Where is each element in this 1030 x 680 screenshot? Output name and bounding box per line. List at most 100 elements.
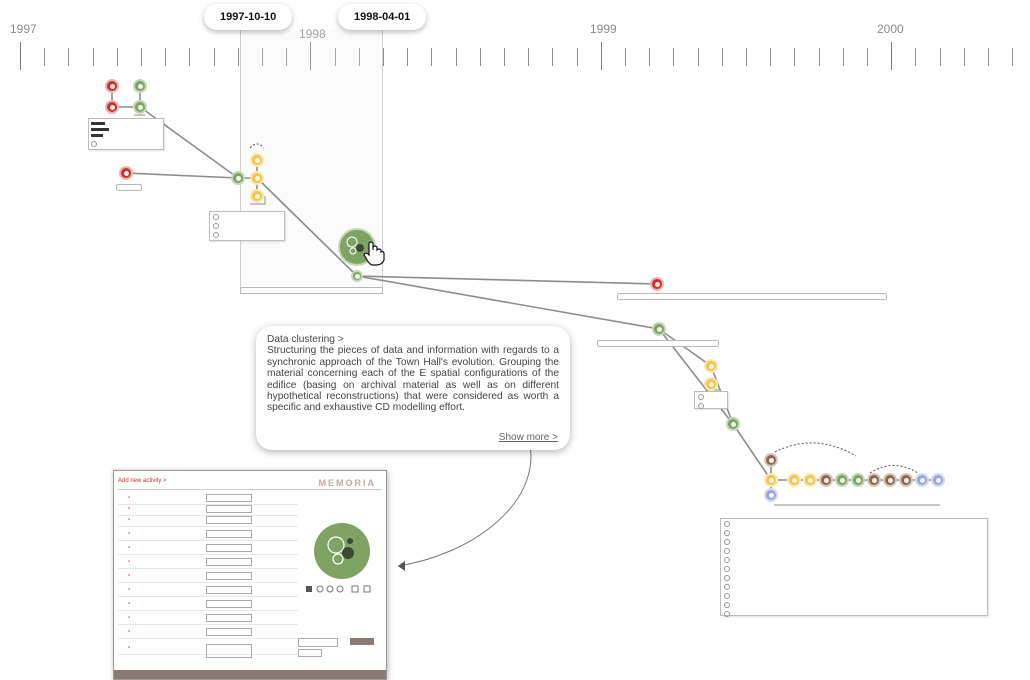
minor-tick	[698, 48, 699, 66]
show-more-link[interactable]: Show more >	[498, 431, 558, 443]
cluster-icon	[327, 536, 354, 565]
minor-tick	[819, 48, 820, 66]
activity-bar[interactable]	[116, 184, 142, 191]
major-tick	[20, 42, 21, 70]
activity-node[interactable]	[851, 473, 865, 487]
minor-tick	[238, 48, 239, 66]
activity-node[interactable]	[133, 79, 147, 93]
minor-tick	[93, 48, 94, 66]
form-row[interactable]: ●	[118, 627, 298, 639]
minor-tick	[117, 48, 118, 66]
activity-node[interactable]	[250, 153, 264, 167]
callout-body: Structuring the pieces of data and infor…	[267, 345, 559, 414]
activity-bar[interactable]	[240, 287, 383, 294]
activity-node[interactable]	[726, 417, 740, 431]
form-row[interactable]: ●	[118, 557, 298, 569]
year-label: 1999	[590, 22, 617, 36]
activity-bar[interactable]	[617, 293, 887, 300]
activity-node[interactable]	[764, 488, 778, 502]
range-end-handle[interactable]: 1998-04-01	[338, 4, 427, 30]
activity-node[interactable]	[704, 359, 718, 373]
minor-tick	[189, 48, 190, 66]
minor-tick	[964, 48, 965, 66]
activity-node[interactable]	[915, 473, 929, 487]
activity-node[interactable]	[803, 473, 817, 487]
activity-node[interactable]	[883, 473, 897, 487]
activity-node[interactable]	[764, 473, 778, 487]
minor-tick	[335, 48, 336, 66]
tool-icons[interactable]	[304, 585, 376, 593]
form-button[interactable]	[298, 649, 322, 657]
minor-tick	[1012, 48, 1013, 66]
activity-detail-card[interactable]	[720, 518, 988, 617]
form-row[interactable]: ●	[118, 599, 298, 611]
activity-node[interactable]	[899, 473, 913, 487]
activity-bar[interactable]	[597, 340, 719, 347]
minor-tick	[528, 48, 529, 66]
minor-tick	[359, 48, 360, 66]
minor-tick	[165, 48, 166, 66]
minor-tick	[649, 48, 650, 66]
minor-tick	[770, 48, 771, 66]
activity-preview-icon	[314, 523, 370, 579]
form-row[interactable]: ●	[118, 529, 298, 541]
minor-tick	[722, 48, 723, 66]
submit-button[interactable]	[350, 638, 374, 645]
minor-tick	[214, 48, 215, 66]
activity-node[interactable]	[931, 473, 945, 487]
activity-node[interactable]	[105, 79, 119, 93]
activity-node[interactable]	[105, 100, 119, 114]
divider	[118, 489, 382, 490]
activity-node[interactable]	[787, 473, 801, 487]
form-row[interactable]: ●	[118, 543, 298, 555]
minor-tick	[504, 48, 505, 66]
activity-node[interactable]	[250, 171, 264, 185]
minor-tick	[940, 48, 941, 66]
activity-detail-card[interactable]	[694, 391, 728, 409]
minor-tick	[673, 48, 674, 66]
activity-node[interactable]	[119, 166, 133, 180]
activity-detail-card[interactable]	[88, 118, 164, 150]
add-activity-form: Add new activity > MEMORIA ● ● ● ● ● ● ●…	[113, 470, 387, 680]
major-tick	[891, 42, 892, 70]
activity-node[interactable]	[250, 189, 264, 203]
minor-tick	[915, 48, 916, 66]
brand-logo: MEMORIA	[318, 478, 376, 488]
timeline-ruler[interactable]: 1997 1998 1999 2000	[0, 0, 1030, 74]
form-row[interactable]: ●	[118, 585, 298, 597]
activity-node[interactable]	[231, 171, 245, 185]
major-tick	[601, 42, 602, 70]
range-start-handle[interactable]: 1997-10-10	[204, 4, 293, 30]
form-row[interactable]: ●	[118, 571, 298, 583]
form-title: Add new activity >	[118, 478, 167, 484]
form-row[interactable]: ●	[118, 504, 298, 516]
minor-tick	[68, 48, 69, 66]
year-label: 1997	[10, 22, 37, 36]
form-row[interactable]: ●	[118, 643, 298, 658]
minor-tick	[577, 48, 578, 66]
form-footer	[114, 670, 386, 679]
minor-tick	[988, 48, 989, 66]
minor-tick	[456, 48, 457, 66]
activity-node[interactable]	[351, 270, 363, 282]
minor-tick	[794, 48, 795, 66]
minor-tick	[141, 48, 142, 66]
activity-detail-card[interactable]	[209, 211, 285, 241]
form-button[interactable]	[298, 638, 338, 647]
activity-node[interactable]	[819, 473, 833, 487]
activity-node[interactable]	[704, 377, 718, 391]
form-row[interactable]: ●	[118, 613, 298, 625]
activity-node[interactable]	[650, 277, 664, 291]
minor-tick	[286, 48, 287, 66]
hand-cursor-icon	[363, 241, 385, 266]
activity-node[interactable]	[133, 100, 147, 114]
activity-node[interactable]	[835, 473, 849, 487]
minor-tick	[44, 48, 45, 66]
activity-node[interactable]	[764, 453, 778, 467]
activity-node[interactable]	[867, 473, 881, 487]
activity-node[interactable]	[652, 322, 666, 336]
minor-tick	[407, 48, 408, 66]
form-row[interactable]: ●	[118, 493, 298, 505]
activity-description-callout: Data clustering > Structuring the pieces…	[256, 326, 570, 450]
form-row[interactable]: ●	[118, 515, 298, 527]
